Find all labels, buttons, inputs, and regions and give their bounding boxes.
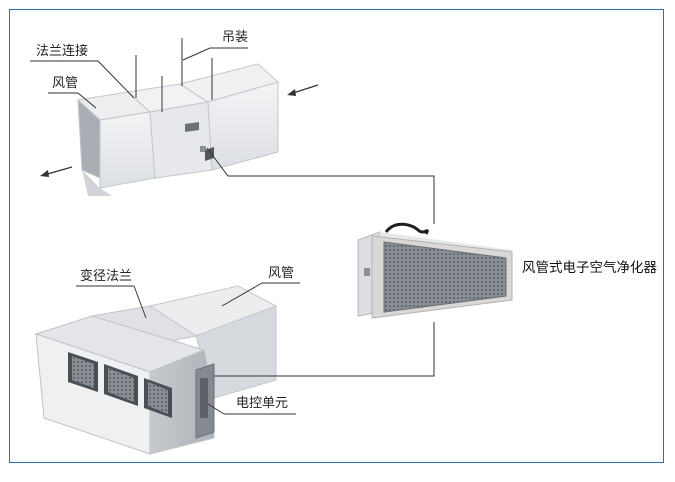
label-hoisting: 吊装 — [222, 30, 249, 45]
label-reducer-flange: 变径法兰 — [80, 269, 133, 284]
top-duct-assembly — [76, 38, 280, 196]
leader-reducer-tail — [133, 285, 147, 319]
leader-lines — [30, 47, 435, 415]
arrow-left-down-icon — [287, 84, 319, 96]
leader-control-unit-tail — [207, 403, 225, 415]
leader-purifier-to-bottom — [214, 322, 435, 377]
leader-hoisting-tail — [182, 47, 211, 61]
leader-duct-bottom-tail — [221, 282, 263, 307]
bottom-duct-assembly — [34, 285, 278, 455]
leader-flange-connection-tail — [97, 60, 135, 99]
label-flange-connection: 法兰连接 — [36, 44, 89, 59]
arrow-left-down-icon — [40, 166, 73, 177]
label-control-unit: 电控单元 — [236, 396, 289, 411]
diagram-frame — [9, 9, 664, 463]
purifier-unit — [357, 222, 513, 319]
leader-duct-top-tail — [77, 92, 97, 109]
label-duct-bottom: 风管 — [268, 266, 295, 281]
leader-top-to-purifier — [206, 147, 435, 224]
label-purifier: 风管式电子空气净化器 — [522, 260, 657, 276]
label-duct-top: 风管 — [52, 76, 79, 91]
